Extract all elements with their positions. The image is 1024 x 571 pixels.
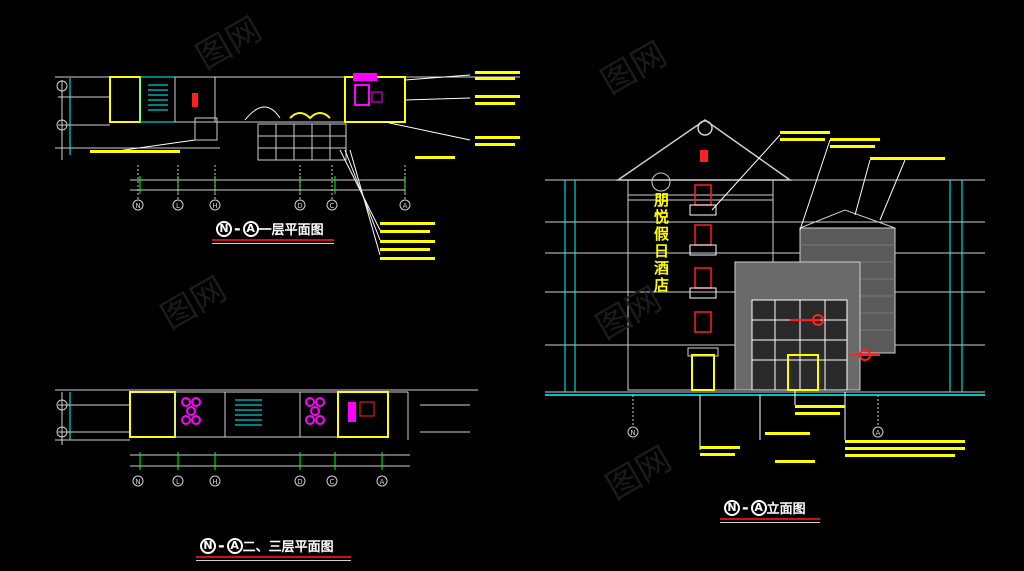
floor1-axis-label-h: H [212,202,217,210]
elevation-title: N - A 立面图 [724,498,806,517]
axis-n-bubble: N [216,220,232,237]
elevation-axis-label-a: A [876,429,881,437]
elevation-drawing [545,119,985,463]
floor1-title-text: 一层平面图 [258,223,324,238]
title-dash: - [234,219,241,238]
floor23-axis-label-a: A [380,478,385,486]
axis-n-bubble: N [200,537,216,554]
elevation-title-text: 立面图 [766,502,806,517]
elevation-title-underline [720,518,820,520]
svg-text:图网: 图网 [190,9,269,78]
svg-text:图网: 图网 [600,439,679,508]
floor23-title: N - A 二、三层平面图 [200,536,334,555]
elevation-title-underline-thin [720,522,820,523]
hotel-sign-text: 朋悦假日酒店 [652,192,670,294]
floor23-axis-label-h: H [212,478,217,486]
floor1-title: N - A 一层平面图 [216,219,324,238]
title-dash: - [218,536,225,555]
svg-text:图网: 图网 [595,34,674,103]
axis-a-bubble: A [242,220,259,237]
floor1-axis-label-l: L [176,202,180,210]
floor1-title-underline [212,239,334,241]
svg-text:图网: 图网 [155,269,234,338]
axis-n-bubble: N [724,499,740,516]
floor1-axis-label-d: D [297,202,302,210]
floor1-axis-label-n: N [135,202,140,210]
floor23-axis-label-l: L [176,478,180,486]
floor23-plan [55,389,478,487]
floor23-title-underline-thin [196,560,351,561]
floor1-plan [55,71,520,260]
floor1-axis-label-a: A [403,202,408,210]
elevation-axis-label-n: N [630,429,635,437]
axis-a-bubble: A [750,499,767,516]
axis-a-bubble: A [226,537,243,554]
floor1-title-underline-thin [212,243,334,244]
floor23-title-underline [196,556,351,558]
floor23-axis-label-c: C [330,478,335,486]
floor23-axis-label-d: D [297,478,302,486]
title-dash: - [742,498,749,517]
floor1-axis-label-c: C [330,202,335,210]
floor23-title-text: 二、三层平面图 [242,540,334,555]
floor23-axis-label-n: N [135,478,140,486]
